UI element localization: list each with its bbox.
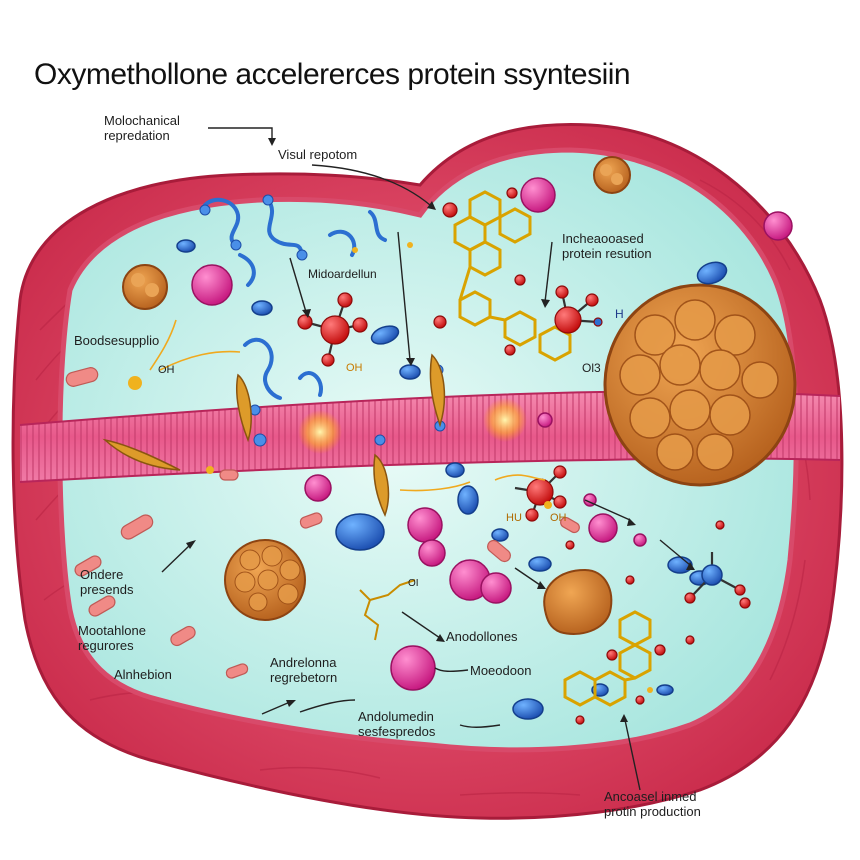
diagram-title: Oxymethollone accelererces protein ssynt… xyxy=(34,58,631,91)
label-oh-left: OH xyxy=(158,364,175,376)
steroid-structure-top xyxy=(453,190,537,347)
structure-lower-left xyxy=(359,579,416,641)
label-visual-repotom: Visul repotom xyxy=(278,147,358,162)
label-androlonna-regrebetorn: Andrelonna regrebetorn xyxy=(270,655,338,685)
nutrient-dots xyxy=(128,242,653,693)
label-ondere-presends: Ondere presends xyxy=(80,567,134,597)
label-h: H xyxy=(615,307,624,321)
glow-spot xyxy=(483,398,527,442)
label-molochemical-repredation: Molochanical repredation xyxy=(104,113,180,143)
label-anodollones: Anodollones xyxy=(446,629,518,644)
label-mootahlone-regurores: Mootahlone regurores xyxy=(78,623,146,653)
label-andolumedin-sesfespredos: Andolumedin sesfespredos xyxy=(358,709,436,739)
label-oh-lower: OH xyxy=(550,512,567,524)
label-alnhebion: Alnhebion xyxy=(114,667,172,682)
blue-molecules xyxy=(176,239,728,720)
red-atoms xyxy=(297,187,751,725)
steroid-structure-right xyxy=(538,325,652,707)
small-globule xyxy=(122,264,168,310)
medium-protein-globule xyxy=(224,539,306,621)
label-ancoasel-protein-production: Ancoasel inmed protin production xyxy=(604,789,701,819)
protein-chunk xyxy=(543,568,613,635)
arrow-heads xyxy=(186,138,695,722)
pink-capsules xyxy=(65,367,580,679)
label-hu: HU xyxy=(506,512,522,524)
label-ol3: Ol3 xyxy=(582,361,601,375)
small-globule xyxy=(593,156,631,194)
large-protein-globule xyxy=(603,283,797,487)
blue-center-atom xyxy=(701,564,723,586)
label-oi: OI xyxy=(408,578,419,589)
glow-spot xyxy=(298,410,342,454)
membrane-channels xyxy=(102,353,446,517)
magenta-molecules xyxy=(191,177,793,691)
label-midoardellun: Midoardellun xyxy=(308,267,377,281)
orange-pointers xyxy=(149,319,546,492)
label-meodoon: Moeodoon xyxy=(470,663,532,678)
label-increased-protein-resution: Incheaooased protein resution xyxy=(562,231,652,261)
label-bioodsuppilio: Boodsesupplio xyxy=(74,333,160,348)
annotation-arrows xyxy=(161,127,691,791)
label-oh-center: OH xyxy=(346,362,363,374)
